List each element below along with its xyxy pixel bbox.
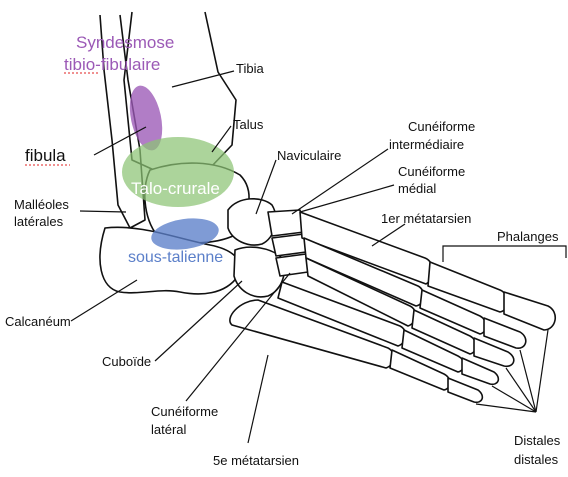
- label-cuneiforme-intermediaire-line1: Cunéiforme: [408, 119, 475, 134]
- label-cuneiforme-medial-line1: Cunéiforme: [398, 164, 465, 179]
- bones: [100, 12, 555, 402]
- label-malleoles-line2: latérales: [14, 214, 64, 229]
- label-distales-line2: distales: [514, 452, 559, 467]
- leader-malleoles: [80, 211, 126, 212]
- cuneiform-lateral-bone: [276, 254, 308, 276]
- label-syndesmose-line2: tibio-fibulaire: [64, 55, 160, 74]
- label-phalanges: Phalanges: [497, 229, 559, 244]
- label-cuboide: Cuboïde: [102, 354, 151, 369]
- leader-calcaneum: [71, 280, 137, 321]
- label-tibia: Tibia: [236, 61, 264, 76]
- label-distales-line1: Distales: [514, 433, 561, 448]
- label-cuneiforme-lateral-line1: Cunéiforme: [151, 404, 218, 419]
- label-cuneiforme-intermediaire-line2: intermédiaire: [389, 137, 464, 152]
- leader-metatarsien-5: [248, 355, 268, 443]
- phalanx-dist-2: [484, 318, 526, 348]
- leader-tibia: [172, 71, 234, 87]
- leader-metatarsien-1: [372, 224, 405, 246]
- cuneiform-intermediate-bone: [272, 234, 306, 256]
- leader-distales-2: [520, 350, 536, 412]
- leader-distales-1: [536, 330, 548, 412]
- label-malleoles-line1: Malléoles: [14, 197, 69, 212]
- navicular-bone: [228, 199, 276, 245]
- label-sous-talienne: sous-talienne: [128, 249, 223, 266]
- label-metatarsien-5: 5e métatarsien: [213, 453, 299, 468]
- label-metatarsien-1: 1er métatarsien: [381, 211, 471, 226]
- label-syndesmose-line1: Syndesmose: [76, 33, 174, 52]
- phalanx-dist-1: [504, 292, 555, 330]
- phalanges-bracket: [443, 246, 566, 262]
- label-calcaneum: Calcanéum: [5, 314, 71, 329]
- label-talo-crurale: Talo-crurale: [131, 179, 220, 198]
- leader-distales-5: [476, 404, 536, 412]
- leader-distales-4: [492, 386, 536, 412]
- label-cuneiforme-medial-line2: médial: [398, 181, 436, 196]
- label-fibula: fibula: [25, 146, 66, 165]
- leader-distales-3: [506, 368, 536, 412]
- label-naviculaire: Naviculaire: [277, 148, 341, 163]
- phalanx-dist-5: [448, 378, 482, 402]
- label-talus: Talus: [233, 117, 264, 132]
- label-cuneiforme-lateral-line2: latéral: [151, 422, 187, 437]
- cuneiform-medial-bone: [268, 210, 304, 236]
